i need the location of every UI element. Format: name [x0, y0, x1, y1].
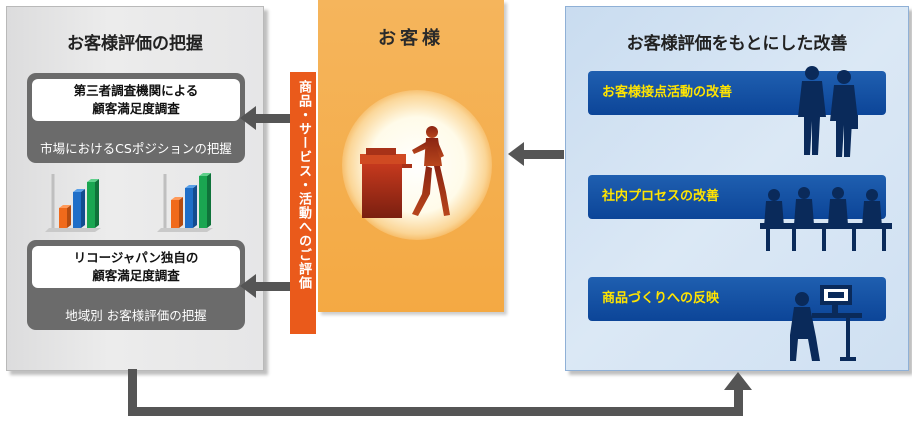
- action-label: お客様接点活動の改善: [602, 85, 733, 100]
- loop-arrow-left-segment: [128, 369, 137, 416]
- arrow-head-icon: [508, 142, 524, 166]
- action-label: 社内プロセスの改善: [602, 189, 720, 204]
- arrow-to-ricoh-survey: [252, 282, 290, 291]
- third-party-survey-box: 第三者調査機関による 顧客満足度調査 市場におけるCSポジションの把握: [27, 73, 245, 163]
- arrow-head-icon: [240, 274, 256, 298]
- arrow-head-icon: [240, 106, 256, 130]
- loop-arrow-right-segment: [734, 388, 743, 416]
- improvement-panel: お客様評価をもとにした改善 お客様接点活動の改善 社内プロセスの改善 商品づくり…: [565, 6, 909, 371]
- arrow-to-customer: [522, 150, 564, 159]
- ricoh-survey-title: リコージャパン独自の 顧客満足度調査: [32, 246, 240, 288]
- third-party-survey-line2: 顧客満足度調査: [92, 101, 180, 116]
- evaluation-panel: お客様評価の把握 第三者調査機関による 顧客満足度調査 市場におけるCSポジショ…: [6, 6, 264, 371]
- third-party-survey-line1: 第三者調査機関による: [73, 83, 199, 98]
- ricoh-survey-line2: 顧客満足度調査: [92, 268, 180, 283]
- action-label: 商品づくりへの反映: [602, 291, 720, 306]
- businessmen-icon: [798, 66, 858, 157]
- customer-copier-illustration: [360, 126, 450, 218]
- improvement-panel-title: お客様評価をもとにした改善: [626, 34, 848, 54]
- evaluation-banner-text: 商品・サービス・活動へのご評価: [296, 80, 311, 290]
- evaluation-panel-title: お客様評価の把握: [67, 34, 203, 54]
- product-development-icon: [790, 285, 862, 361]
- meeting-icon: [760, 187, 892, 251]
- ricoh-survey-line1: リコージャパン独自の: [73, 250, 199, 265]
- bar-chart-icon: [157, 173, 213, 232]
- ricoh-survey-subtitle: 地域別 お客様評価の把握: [65, 308, 207, 323]
- ricoh-survey-box: リコージャパン独自の 顧客満足度調査 地域別 お客様評価の把握: [27, 240, 245, 330]
- arrow-head-icon: [724, 372, 752, 390]
- third-party-survey-title: 第三者調査機関による 顧客満足度調査: [32, 79, 240, 121]
- bar-chart-icon: [45, 174, 101, 232]
- arrow-to-third-party-survey: [252, 114, 290, 123]
- evaluation-banner: 商品・サービス・活動へのご評価: [290, 72, 316, 334]
- customer-panel-title: お客様: [378, 28, 444, 49]
- loop-arrow-bottom-segment: [128, 407, 743, 416]
- third-party-survey-subtitle: 市場におけるCSポジションの把握: [40, 141, 232, 156]
- customer-panel: お客様: [318, 0, 504, 312]
